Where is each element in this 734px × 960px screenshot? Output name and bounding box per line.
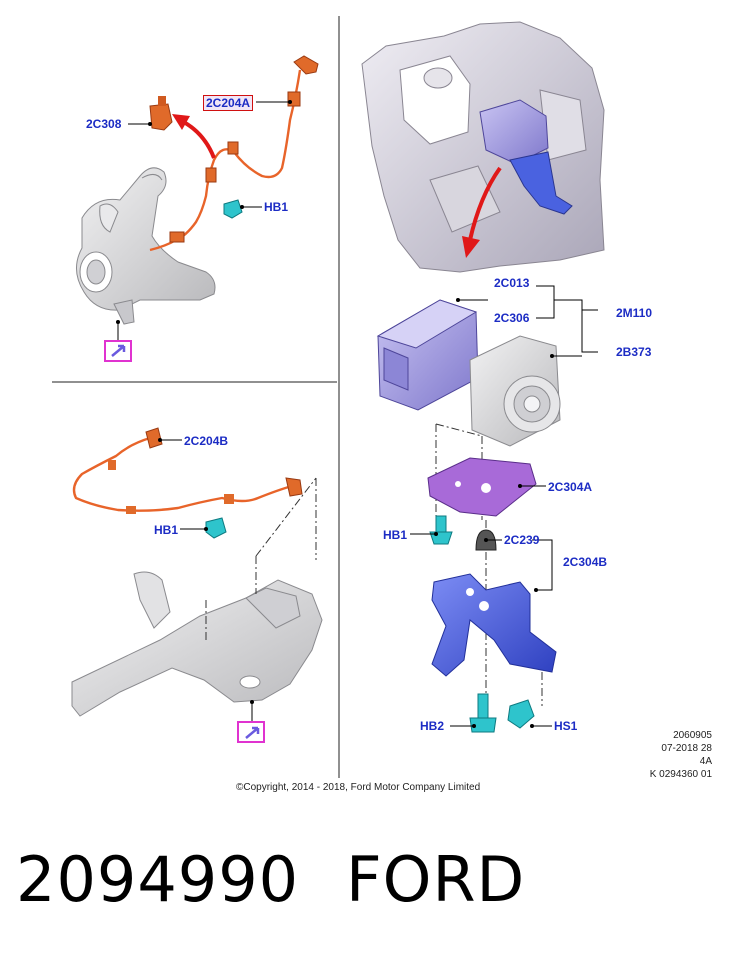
callout-2M110: 2M110 xyxy=(616,306,653,320)
meta-line-1: 2060905 xyxy=(673,730,712,741)
vehicle-body-location-view xyxy=(361,21,605,273)
red-location-arrow xyxy=(468,166,502,241)
callout-2C204A: 2C204A xyxy=(203,95,254,111)
callout-2B373: 2B373 xyxy=(616,345,652,359)
abs-control-module xyxy=(376,299,479,411)
bolt-HB1-lower xyxy=(205,517,227,539)
callout-HB1-right: HB1 xyxy=(383,528,408,542)
meta-line-4: K 0294360 01 xyxy=(649,769,712,780)
component-location-icon xyxy=(104,340,132,362)
copyright-notice: ©Copyright, 2014 - 2018, Ford Motor Comp… xyxy=(236,782,481,793)
callout-HB1-top: HB1 xyxy=(264,200,289,214)
bolt-HB2 xyxy=(469,693,497,733)
callout-2C304B: 2C304B xyxy=(563,555,608,569)
gasket-2C304A xyxy=(427,457,537,517)
drawing-meta: 2060905 07-2018 28 4A K 0294360 01 xyxy=(612,729,712,781)
wheel-speed-sensor-2C308 xyxy=(149,96,173,131)
rear-axle-beam xyxy=(71,571,323,717)
bracket-2C304B xyxy=(431,573,557,677)
bolt-HB1-top xyxy=(223,199,243,219)
callout-2C306: 2C306 xyxy=(494,311,530,325)
callout-2C204B: 2C204B xyxy=(184,434,229,448)
sensor-harness-2C204A xyxy=(149,55,319,252)
bolt-HB1-right xyxy=(429,515,453,545)
meta-line-3: 4A xyxy=(699,756,712,767)
component-location-icon xyxy=(237,721,265,743)
callout-2C308: 2C308 xyxy=(86,117,122,131)
meta-line-2: 07-2018 28 xyxy=(661,743,712,754)
callout-leader-lines xyxy=(410,285,598,727)
sensor-harness-2C204B xyxy=(72,427,303,514)
callout-HB1-lower: HB1 xyxy=(154,523,179,537)
callout-2C239: 2C239 xyxy=(504,533,540,547)
brand-name: FORD xyxy=(346,843,526,916)
steering-knuckle xyxy=(76,167,216,325)
part-number: 2094990 xyxy=(16,843,300,916)
abs-hydraulic-unit xyxy=(469,335,561,447)
stud-HS1 xyxy=(507,699,535,729)
callout-2C013: 2C013 xyxy=(494,276,530,290)
callout-HB2: HB2 xyxy=(420,719,445,733)
red-direction-arrow xyxy=(179,118,216,159)
callout-HS1: HS1 xyxy=(554,719,578,733)
callout-2C304A: 2C304A xyxy=(548,480,593,494)
